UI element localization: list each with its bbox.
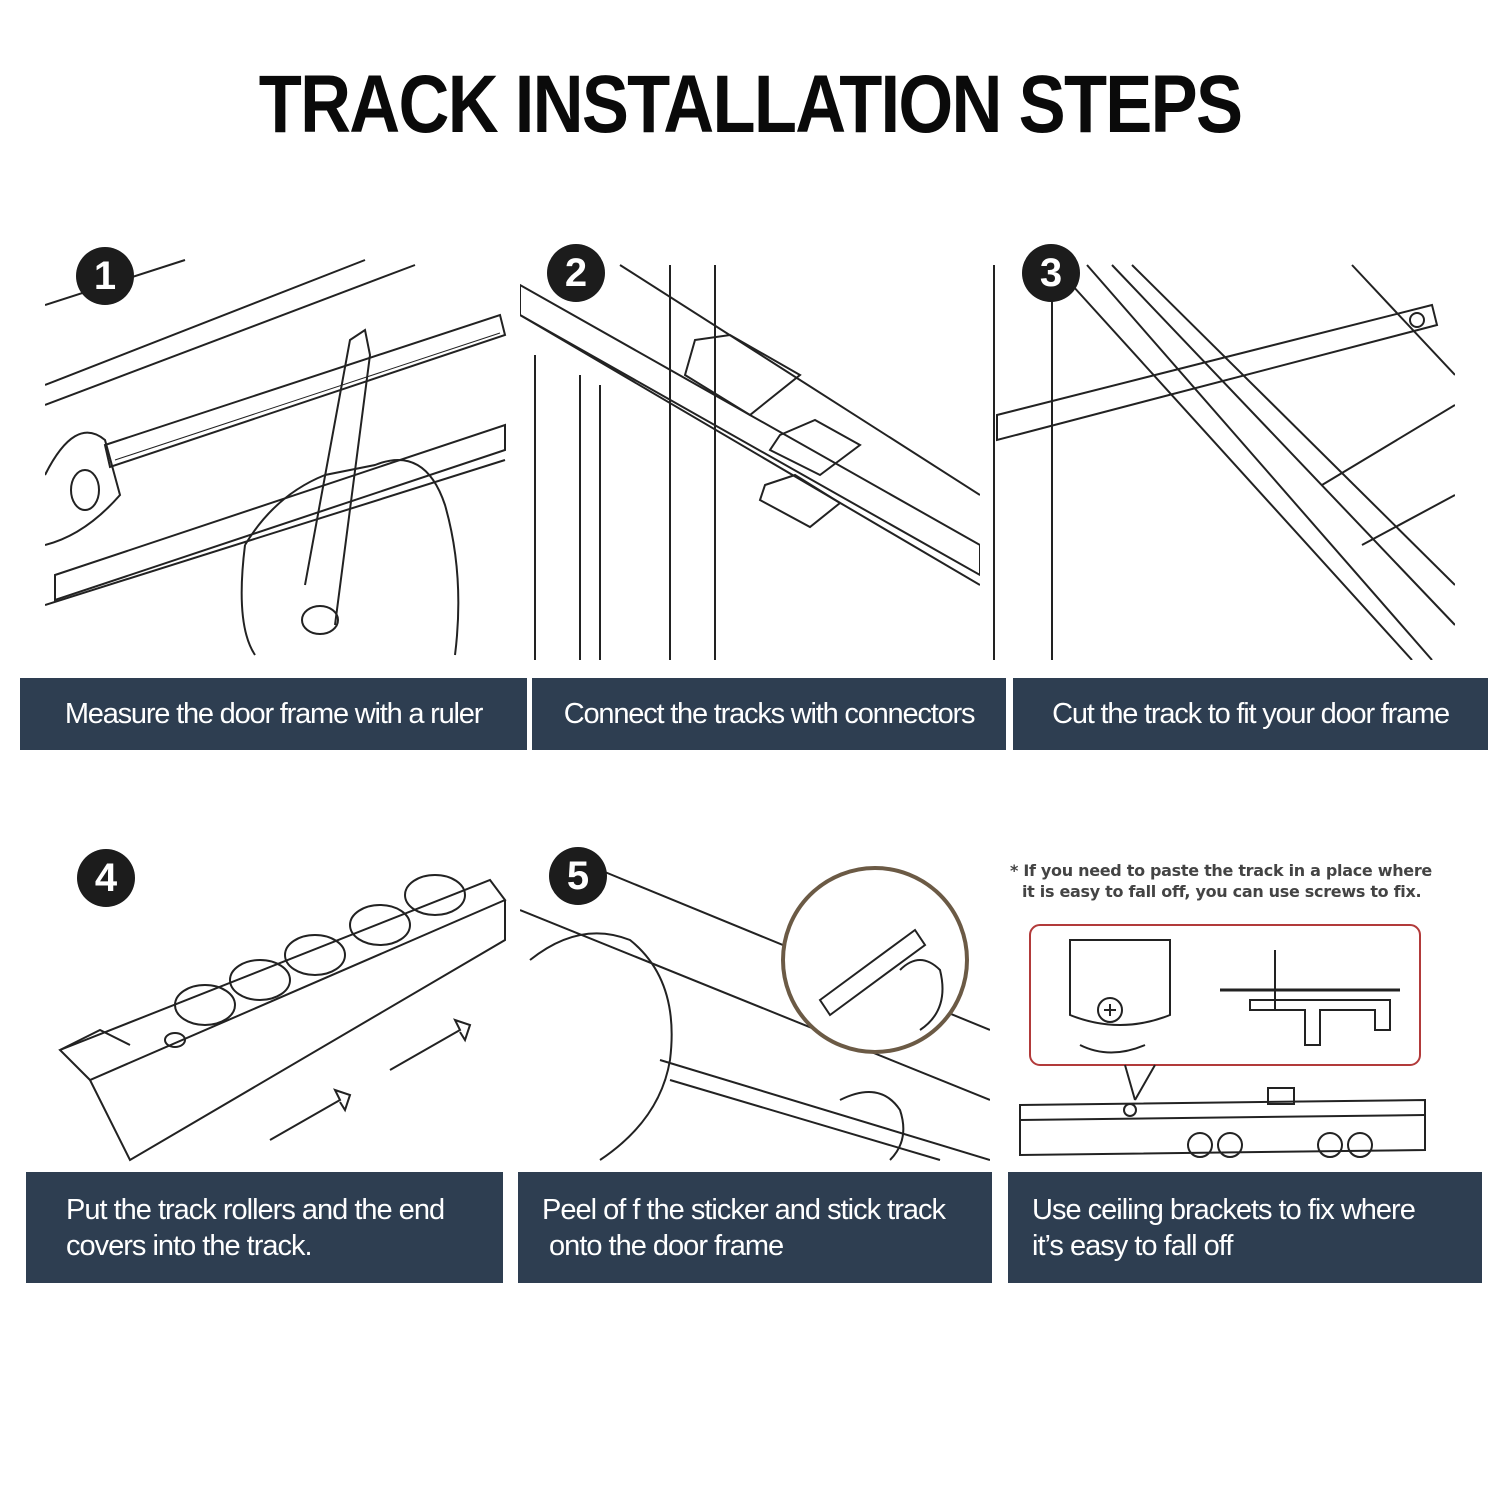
step4-caption: Put the track rollers and the end covers… bbox=[26, 1172, 503, 1283]
step1-illustration bbox=[45, 245, 510, 660]
screw-note-line1: * If you need to paste the track in a pl… bbox=[1010, 861, 1432, 880]
step5-caption-line1: Peel of f the sticker and stick track bbox=[542, 1193, 946, 1226]
step4-number-badge: 4 bbox=[77, 849, 135, 907]
step2-caption: Connect the tracks with connectors bbox=[532, 678, 1006, 750]
step1-caption: Measure the door frame with a ruler bbox=[20, 678, 527, 750]
step6-caption-line2: it’s easy to fall off bbox=[1032, 1229, 1233, 1262]
page-title: TRACK INSTALLATION STEPS bbox=[258, 59, 1243, 150]
step6-caption: Use ceiling brackets to fix where it’s e… bbox=[1008, 1172, 1482, 1283]
screw-note: * If you need to paste the track in a pl… bbox=[1010, 860, 1450, 902]
step3-number-badge: 3 bbox=[1022, 244, 1080, 302]
step4-illustration bbox=[50, 860, 510, 1170]
step2-illustration bbox=[520, 245, 980, 660]
step2-number-badge: 2 bbox=[547, 244, 605, 302]
step5-number-badge: 5 bbox=[549, 847, 607, 905]
step5-caption-line2: onto the door frame bbox=[542, 1229, 784, 1262]
step5-illustration bbox=[520, 860, 990, 1170]
step6-caption-line1: Use ceiling brackets to fix where bbox=[1032, 1193, 1416, 1226]
step5-caption: Peel of f the sticker and stick track on… bbox=[518, 1172, 992, 1283]
step4-caption-line1: Put the track rollers and the end bbox=[66, 1193, 445, 1226]
screw-note-line2: it is easy to fall off, you can use scre… bbox=[1022, 882, 1422, 901]
step1-number-badge: 1 bbox=[76, 247, 134, 305]
step4-caption-line2: covers into the track. bbox=[66, 1229, 313, 1262]
step3-caption: Cut the track to fit your door frame bbox=[1013, 678, 1488, 750]
step3-illustration bbox=[992, 245, 1455, 660]
step6-illustration bbox=[1010, 920, 1460, 1170]
